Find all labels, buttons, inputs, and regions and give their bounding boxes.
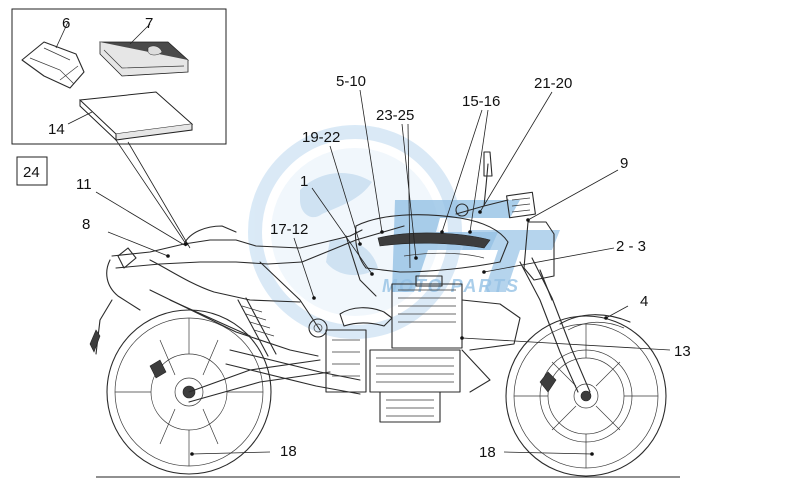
callout-18-rear: 18 — [280, 443, 297, 460]
callout-15-16: 15-16 — [462, 93, 500, 110]
callout-2-3: 2 - 3 — [616, 238, 646, 255]
callout-6: 6 — [62, 15, 70, 32]
leader-lines — [95, 89, 671, 455]
owners-manual-icon — [99, 41, 189, 77]
document-folder-icon — [78, 91, 194, 141]
leader-dots — [166, 210, 608, 456]
callout-7: 7 — [145, 15, 153, 32]
callout-5-10: 5-10 — [336, 73, 366, 90]
callout-labels: 6 7 14 24 11 8 5-10 19-22 1 17-12 23-25 … — [23, 15, 691, 461]
callout-14: 14 — [48, 121, 65, 138]
callout-4: 4 — [640, 293, 648, 310]
watermark-text: MOTO PARTS — [382, 276, 520, 296]
engine — [308, 275, 521, 423]
motorcycle-drawing — [89, 151, 680, 478]
tool-pouch-icon — [21, 41, 85, 89]
callout-24: 24 — [23, 164, 40, 181]
callout-17-12: 17-12 — [270, 221, 308, 238]
part-24-box — [16, 156, 48, 186]
callout-18-front: 18 — [479, 444, 496, 461]
fuel-tank — [354, 214, 509, 273]
callout-21-20: 21-20 — [534, 75, 572, 92]
callout-1: 1 — [300, 173, 308, 190]
callout-8: 8 — [82, 216, 90, 233]
rear-wheel — [106, 309, 272, 475]
headlight-cluster — [506, 191, 555, 281]
callout-9: 9 — [620, 155, 628, 172]
callout-19-22: 19-22 — [302, 129, 340, 146]
front-wheel — [505, 315, 667, 477]
callout-13: 13 — [674, 343, 691, 360]
callout-11: 11 — [76, 176, 92, 193]
accessories-inset — [11, 8, 227, 145]
callout-23-25: 23-25 — [376, 107, 414, 124]
